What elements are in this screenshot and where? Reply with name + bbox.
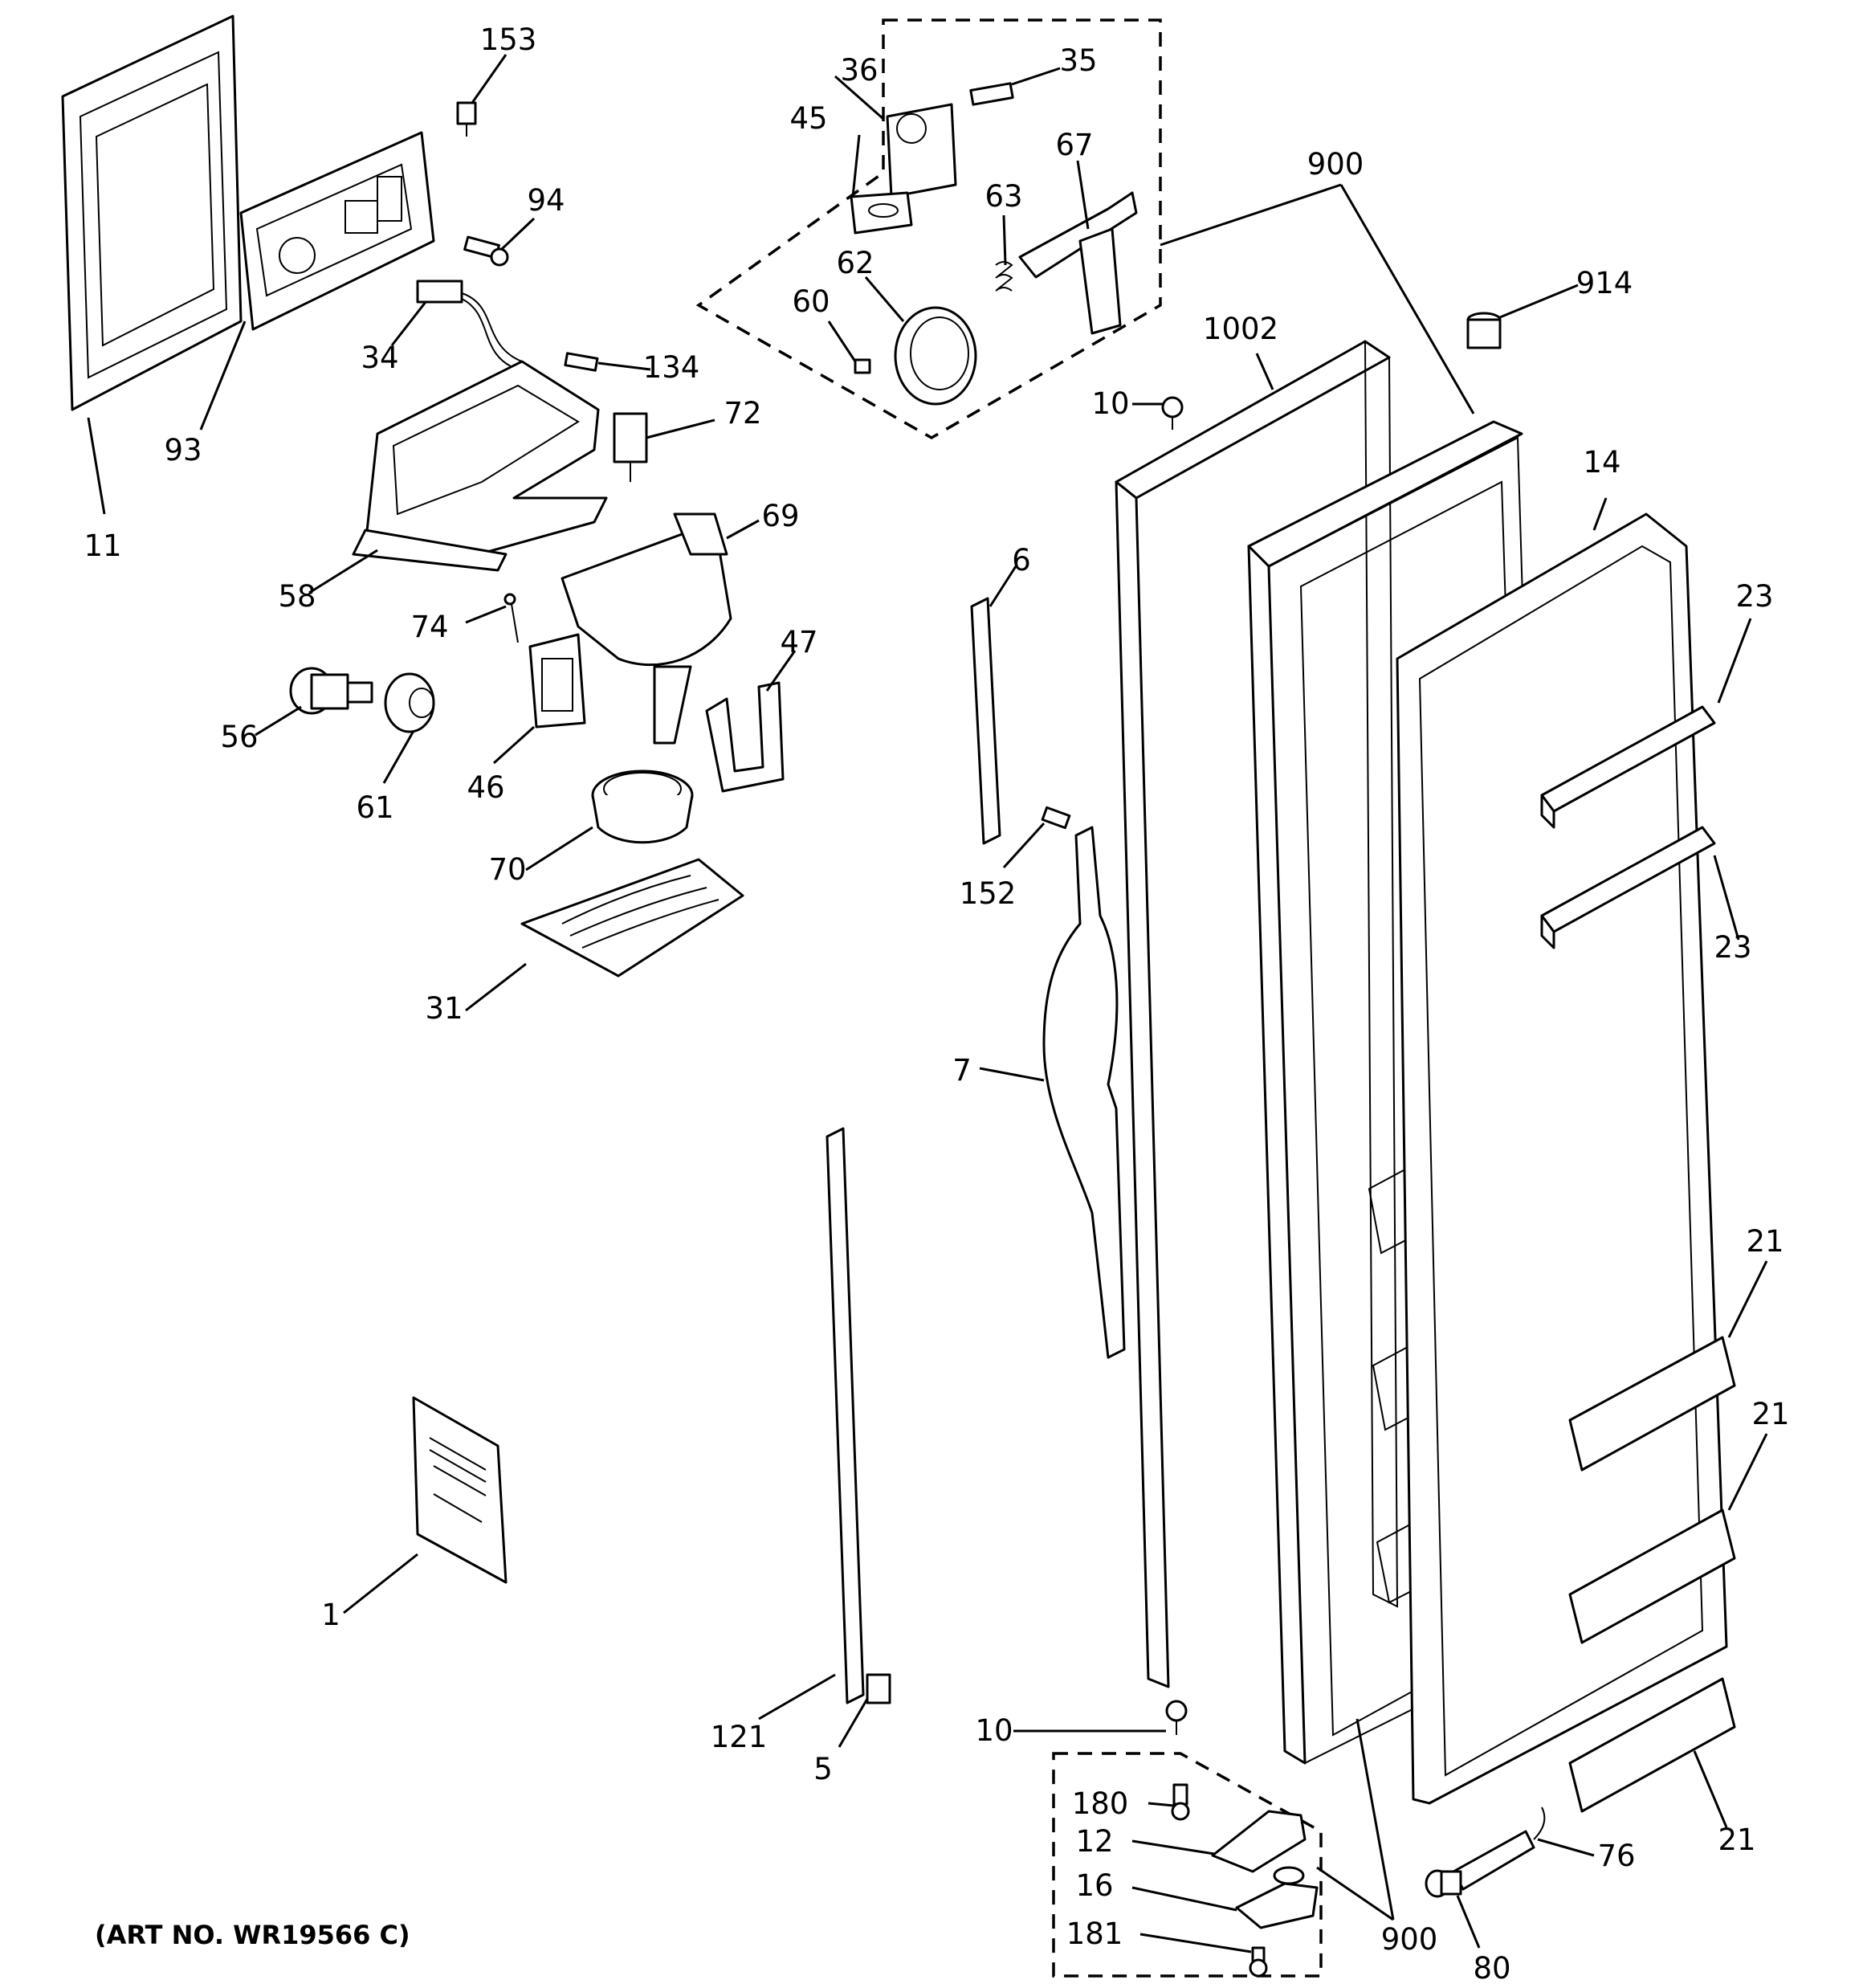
callout-1: 1 [321,1598,340,1632]
callout-62: 62 [836,246,874,280]
callout-56: 56 [220,720,258,754]
trim-strip-part-6 [970,597,1001,845]
tube-part-76 [1452,1806,1546,1891]
door-outer-panel-part-1002 [1115,340,1399,1688]
callout-152: 152 [960,876,1017,911]
spring-part-63 [995,261,1013,292]
screw-part-153 [456,101,477,137]
callout-70: 70 [488,852,526,887]
dispenser-housing-part-58 [352,360,608,572]
dispenser-solenoid-group-outline [695,18,1162,440]
drip-tray-part-31 [520,858,744,978]
callout-76: 76 [1597,1839,1635,1873]
ring-part-70 [591,769,694,844]
callout-21-lower: 21 [1718,1823,1755,1857]
hinge-bracket-part-12 [1211,1810,1307,1873]
callout-10-top: 10 [1091,386,1129,421]
bracket-part-46 [528,633,586,729]
callout-45: 45 [789,101,827,136]
callout-180: 180 [1072,1786,1129,1821]
art-number: (ART NO. WR19566 C) [95,1920,410,1950]
callout-80: 80 [1473,1951,1510,1986]
callout-31: 31 [425,991,463,1026]
gasket-part-14 [1396,512,1728,1805]
leader-lines [87,54,1768,1953]
wire-harness-part-34 [416,280,523,370]
callout-7: 7 [952,1053,972,1088]
callout-35: 35 [1059,43,1097,78]
lever-part-67 [1018,191,1138,335]
screw-part-181 [1249,1946,1268,1978]
callout-labels: 153 94 34 134 72 69 58 74 47 56 61 46 70… [84,22,1789,1986]
control-board-part-93 [239,131,435,331]
switch-part-72 [613,412,648,482]
hinge-pin-part-16 [1235,1866,1319,1929]
callout-12: 12 [1075,1824,1113,1859]
callout-21-middle: 21 [1751,1397,1789,1431]
callout-16: 16 [1075,1868,1113,1903]
clip-part-5 [866,1673,891,1704]
callout-23-upper: 23 [1735,579,1773,614]
callout-46: 46 [467,770,504,805]
bin-rail-part-21-lower [1568,1677,1736,1813]
door-flap-part-62 [894,306,977,406]
callout-61: 61 [356,790,393,825]
bracket-part-45 [850,191,913,235]
callout-21-upper: 21 [1746,1224,1784,1259]
callout-1002: 1002 [1203,312,1278,346]
callout-36: 36 [840,53,878,88]
screw-part-134 [564,352,599,372]
bin-rail-part-21-upper [1568,1336,1736,1472]
shelf-rail-part-23-lower [1540,826,1716,949]
shelf-rail-part-23-upper [1540,705,1716,829]
callout-5: 5 [813,1752,833,1786]
cap-part-914 [1466,312,1502,349]
callout-58: 58 [278,579,316,614]
callout-72: 72 [724,396,761,431]
callout-63: 63 [984,179,1022,214]
screw-part-10-top [1161,396,1184,430]
callout-74: 74 [410,610,448,644]
callout-47: 47 [780,625,817,659]
dispenser-frame-part-11 [61,14,243,411]
screw-part-180 [1171,1783,1190,1821]
shaft-part-56 [289,667,373,715]
screw-part-10-bottom [1165,1700,1188,1735]
callout-34: 34 [361,341,398,375]
callout-6: 6 [1012,543,1031,578]
callout-900-bottom: 900 [1381,1922,1438,1957]
callout-94: 94 [527,183,565,218]
callout-900-top: 900 [1307,147,1364,182]
callout-14: 14 [1583,445,1620,480]
callout-93: 93 [164,433,202,467]
pin-part-74 [503,593,519,643]
callout-134: 134 [643,350,700,385]
screw-part-35 [969,82,1014,106]
bin-rail-part-21-middle [1568,1508,1736,1644]
callout-69: 69 [761,499,799,533]
coupling-part-61 [384,672,435,733]
screw-part-60 [854,358,871,374]
callout-181: 181 [1066,1917,1123,1951]
callout-914: 914 [1576,266,1633,300]
screw-part-94 [463,235,509,267]
clip-part-47 [705,681,785,793]
callout-60: 60 [792,284,830,319]
callout-153: 153 [480,22,537,57]
owners-manual-part-1 [412,1396,508,1584]
fitting-part-80 [1425,1869,1462,1898]
handle-part-7 [1042,826,1126,1359]
screw-part-152 [1041,806,1071,830]
solenoid-part-36 [886,103,957,198]
callout-10-bottom: 10 [975,1713,1013,1748]
hinge-kit-group-outline [1052,1752,1323,1978]
callout-11: 11 [84,529,121,563]
trim-strip-part-121 [826,1127,865,1704]
callout-23-lower: 23 [1714,930,1751,965]
callout-121: 121 [711,1720,768,1754]
ice-chute-part-69 [561,512,732,745]
callout-67: 67 [1055,128,1093,162]
